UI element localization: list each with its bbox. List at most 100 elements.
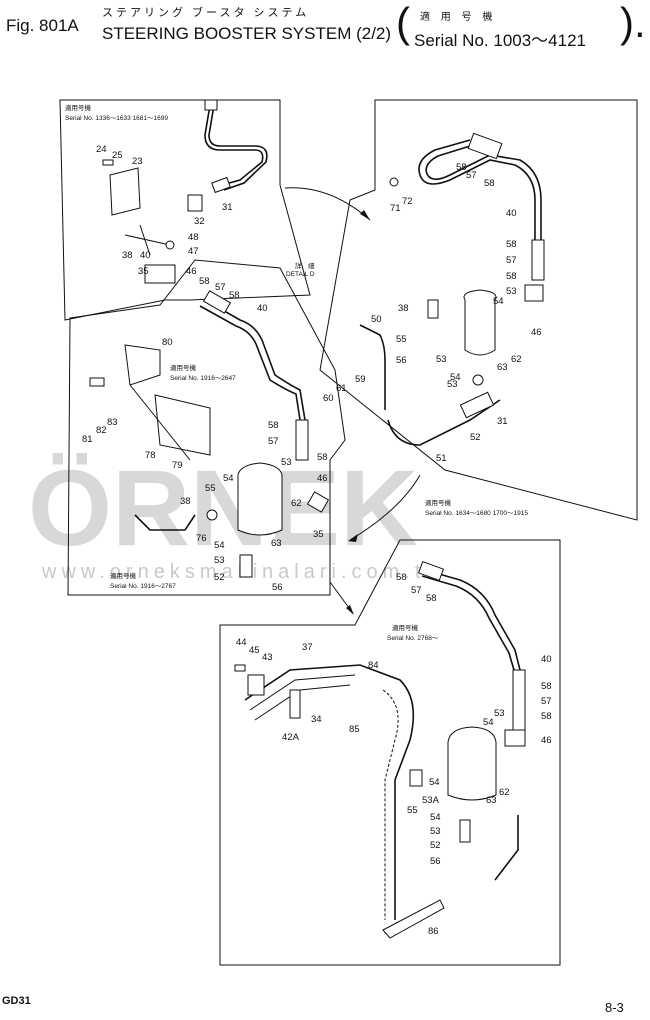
part-label: 57 [268,436,279,447]
left-parenthesis: ( [396,0,410,46]
part-label: 61 [336,383,347,394]
part-label: 46 [541,735,552,746]
hose-line [494,815,519,881]
elbow-fitting [187,194,203,212]
bracket [109,167,141,216]
part-label: 53 [436,354,447,365]
plug [389,177,399,187]
part-label: 58 [396,572,407,583]
panel-top-left [59,99,311,321]
panel-mid-left [67,259,346,596]
part-label: 53 [494,708,505,719]
part-label: 53 [447,379,458,390]
watermark-url: www.orneksmakinalari.com.tr [41,561,437,583]
part-label: 63 [271,538,282,549]
part-label: 62 [511,354,522,365]
part-label: 55 [205,483,216,494]
part-label: 62 [499,787,510,798]
hose-fitting [202,290,232,314]
hose-line [249,674,356,711]
part-label: 44 [236,637,247,648]
part-label: 57 [506,255,517,266]
hose-line [387,399,501,446]
note-detail-en: DETAIL D [286,271,315,278]
hose-fitting [459,391,495,419]
panel-detail-d [319,99,638,521]
part-label: 37 [302,642,313,653]
part-label: 57 [215,282,226,293]
part-label: 52 [214,572,225,583]
bolt [89,377,105,387]
coiled-hose [382,689,399,920]
part-label: 57 [466,170,477,181]
part-label: 38 [180,496,191,507]
part-label: 42A [282,732,300,743]
hose-line [134,514,196,531]
hose-line [244,664,415,920]
part-label: 72 [402,196,413,207]
hose-line [204,299,306,421]
part-label: 58 [456,162,467,173]
part-label: 86 [428,926,439,937]
hose-line [359,324,386,410]
model-code: GD31 [2,995,31,1007]
note-bottom-left-jp: 適用号機 [110,571,137,580]
part-label: 56 [430,856,441,867]
fitting [211,176,231,194]
part-label: 58 [484,178,495,189]
part-label: 80 [162,337,173,348]
part-label: 62 [291,498,302,509]
panel-bottom [219,539,561,966]
applicability-japanese: 適 用 号 機 [420,12,497,23]
part-label: 35 [138,266,149,277]
part-label: 54 [483,717,494,728]
o-ring [206,509,218,521]
part-label: 58 [268,420,279,431]
note-bottom-left-serial: Serial No. 1916～2767 [110,583,176,590]
part-label: 47 [188,246,199,257]
note-top-left-jp: 適用号機 [65,103,92,112]
part-label: 54 [223,473,234,484]
part-label: 58 [199,276,210,287]
figure-title: STEERING BOOSTER SYSTEM (2/2) [102,24,392,43]
part-label: 63 [497,362,508,373]
part-label: 79 [172,460,183,471]
part-label: 57 [541,696,552,707]
fitting [204,99,218,111]
note-mid-serial: Serial No. 1916～2647 [170,375,236,382]
part-label: 58 [229,290,240,301]
part-label: 54 [430,812,441,823]
part-label: 24 [96,144,107,155]
part-label: 58 [506,271,517,282]
note-bottom-jp: 適用号機 [392,623,419,632]
part-label: 52 [430,840,441,851]
hose-line [254,684,351,721]
part-label: 83 [107,417,118,428]
part-label: 53 [281,457,292,468]
part-label: 84 [368,660,379,671]
part-label: 82 [96,425,107,436]
part-label: 53 [506,286,517,297]
bracket-plate [154,394,211,456]
part-label: 56 [272,582,283,593]
part-label: 25 [112,150,123,161]
part-label: 43 [262,652,273,663]
part-label: 53A [422,795,440,806]
booster-valve [237,462,283,536]
hose-fitting [467,132,503,160]
figure-number: Fig. 801A [6,16,79,35]
hose-line [425,145,542,240]
part-label: 38 [122,250,133,261]
note-mid-jp: 適用号機 [170,363,197,372]
hose-line [199,305,301,421]
part-label: 48 [188,232,199,243]
part-label: 54 [493,296,504,307]
part-label: 85 [349,724,360,735]
watermark-logo: ÖRNEK [28,447,418,568]
title-japanese: ステアリング ブースタ システム [102,7,310,19]
elbow-fitting [409,769,423,787]
part-label: 54 [450,372,461,383]
bracket-arm [129,384,191,461]
part-label: 58 [317,452,328,463]
